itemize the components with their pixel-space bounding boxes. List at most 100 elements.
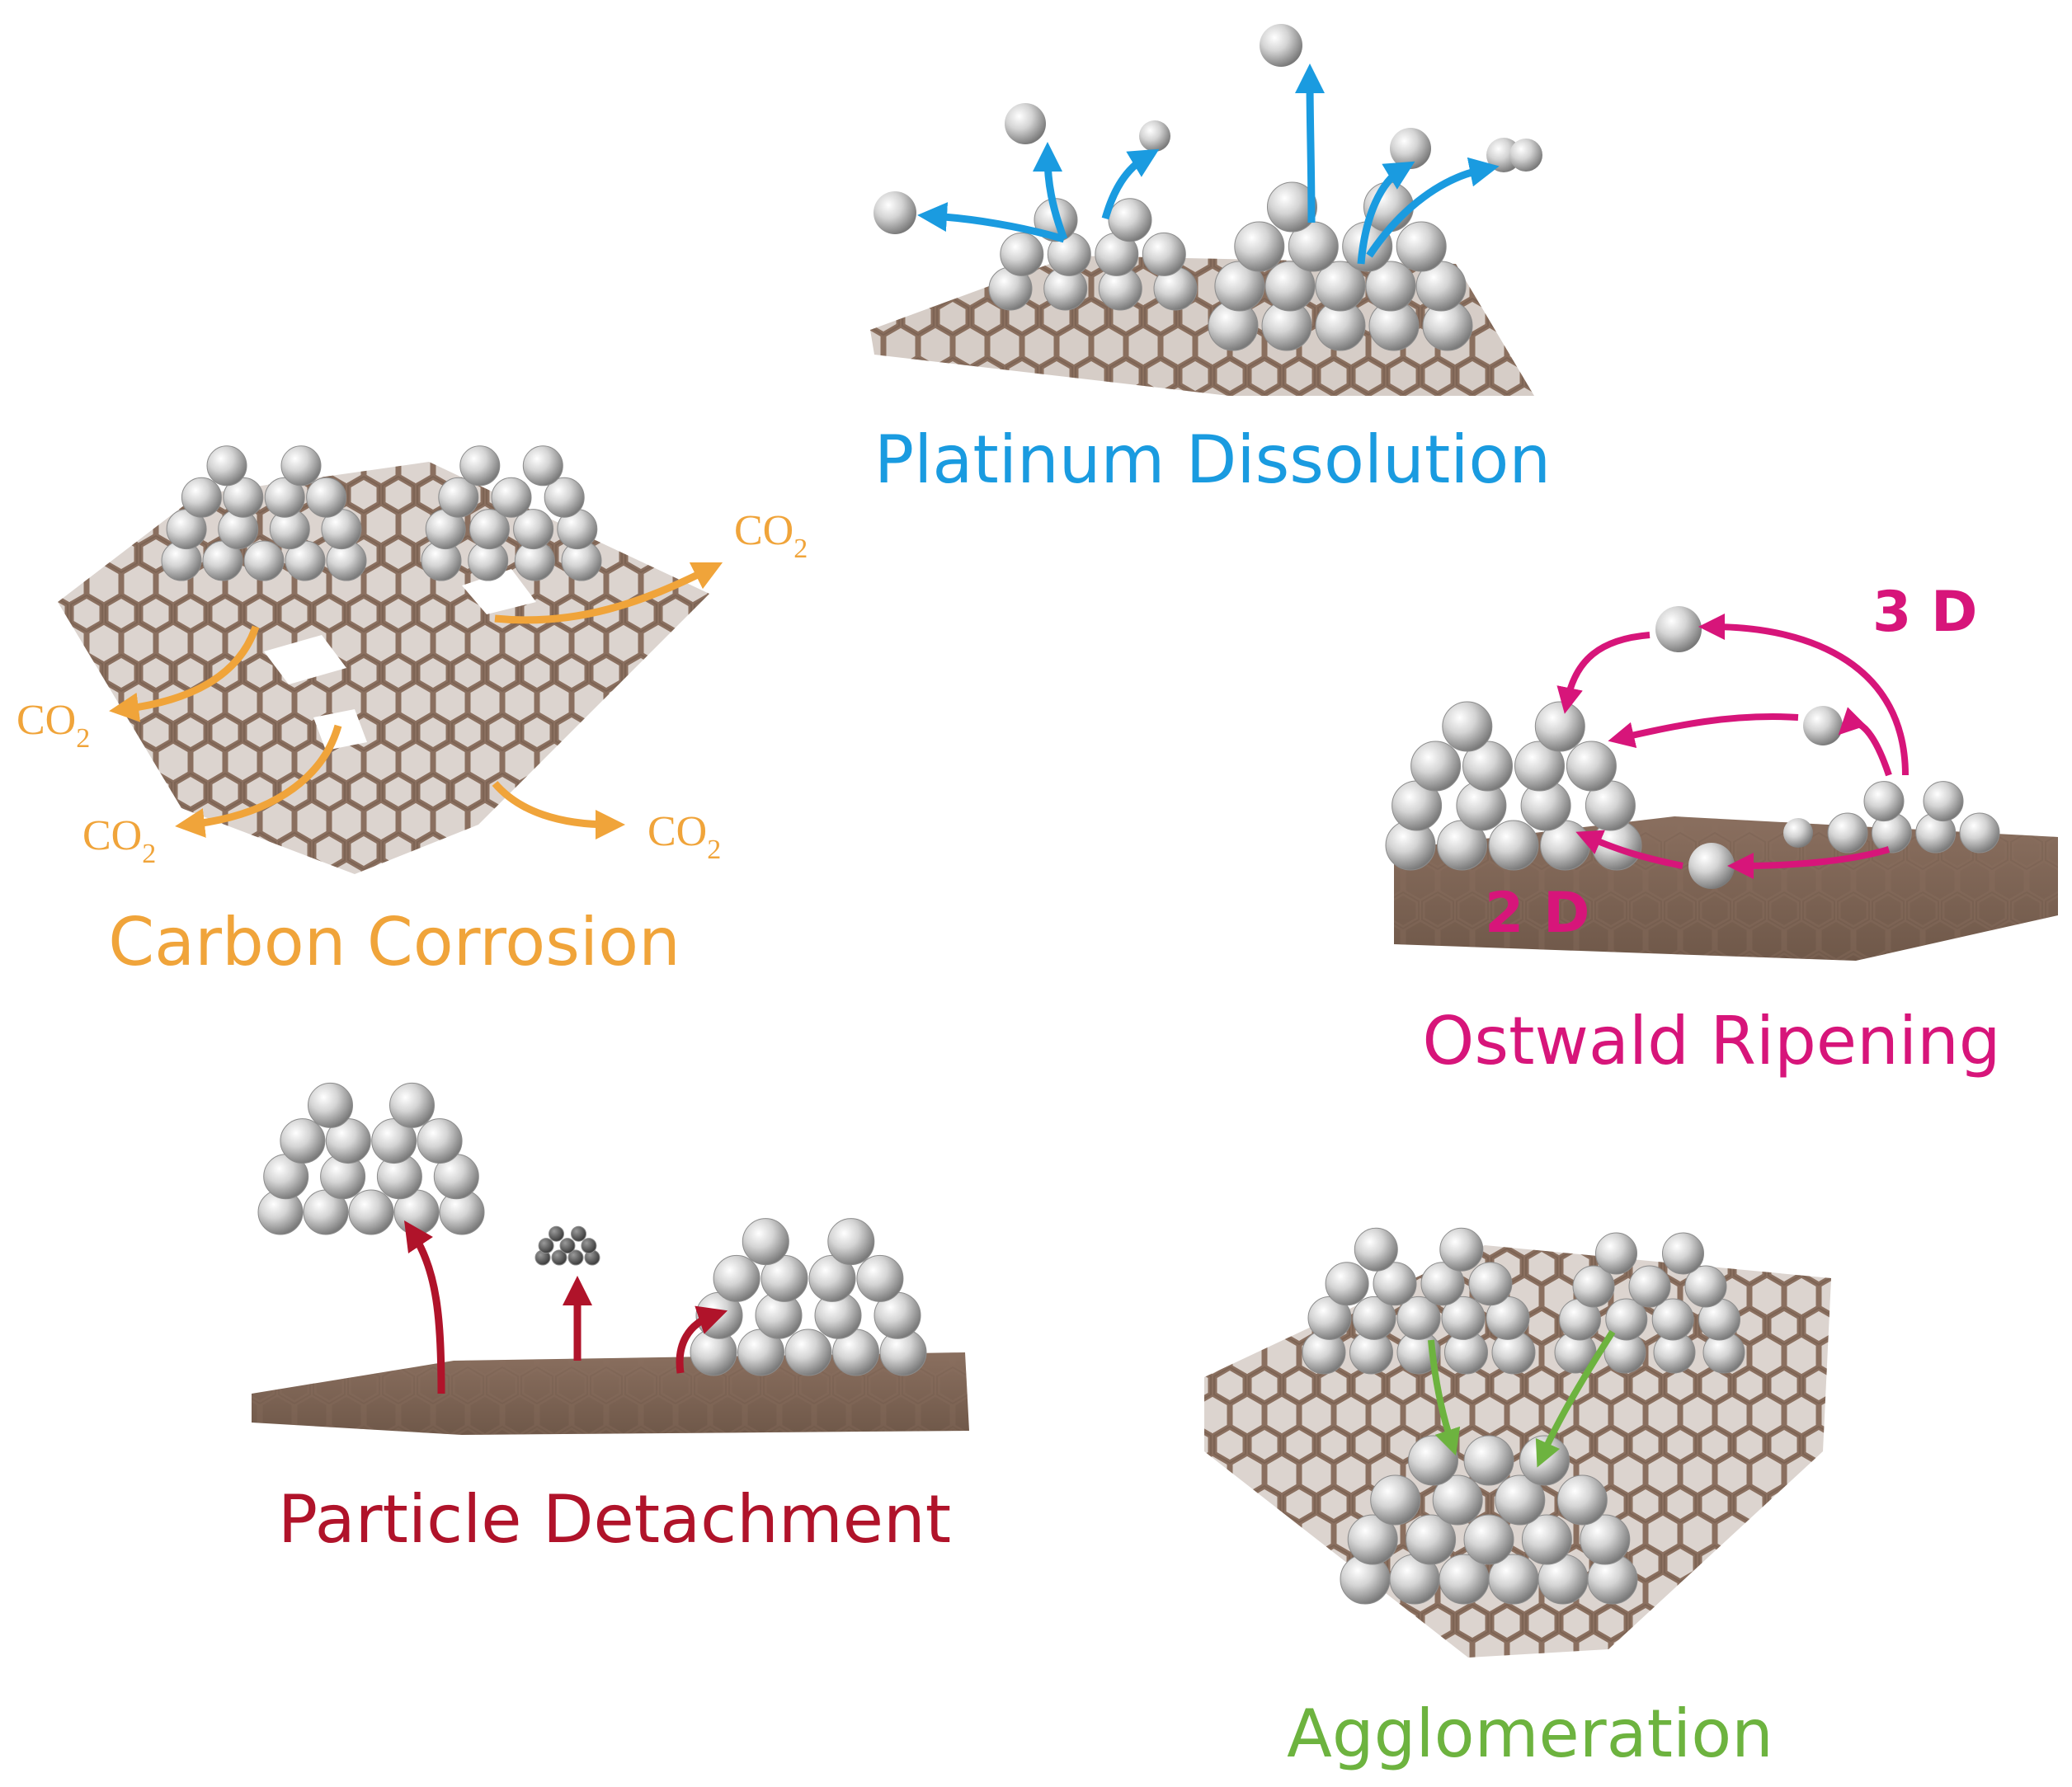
platinum-nanoparticle [161, 445, 367, 581]
platinum-atom [1651, 1298, 1694, 1341]
svg-text:CO2: CO2 [16, 697, 90, 754]
platinum-atom [1347, 1514, 1398, 1565]
platinum-atom [784, 1328, 832, 1376]
platinum-nanoparticle [1302, 1227, 1536, 1375]
platinum-atom [1432, 1474, 1483, 1526]
platinum-nanoparticle [1208, 181, 1473, 351]
platinum-atom [1267, 181, 1317, 233]
platinum-atom [348, 1189, 394, 1235]
path-2d-label: 2 D [1485, 881, 1589, 946]
co2-label: CO [648, 808, 707, 855]
platinum-atom [417, 1118, 463, 1164]
particle-detachment-label: Particle Detachment [278, 1481, 951, 1558]
platinum-atom [581, 1238, 597, 1254]
agglomeration-arrows [1428, 1329, 1616, 1468]
platinum-atom [1959, 812, 2000, 854]
svg-text:CO2: CO2 [734, 507, 808, 564]
platinum-atom [559, 1238, 576, 1254]
platinum-atom [1595, 1232, 1637, 1275]
platinum-atom [1315, 261, 1366, 312]
ostwald-ripening-panel: 3 D 2 D Ostwald Ripening [1385, 580, 2058, 1079]
platinum-atom [491, 477, 532, 518]
platinum-atom [513, 509, 554, 550]
platinum-atom [567, 1249, 584, 1266]
detachment-arrows [404, 1220, 728, 1394]
platinum-atom [1534, 701, 1585, 752]
platinum-atom [856, 1254, 904, 1302]
platinum-atom [1325, 1262, 1369, 1306]
corroded-carbon-sheet [58, 462, 709, 874]
platinum-atom [538, 1238, 554, 1254]
platinum-atom [827, 1218, 875, 1266]
co2-labels: CO2 CO2 CO2 CO2 [16, 507, 808, 869]
small-platinum-particle [1827, 781, 2000, 854]
platinum-atom [1923, 781, 1964, 822]
platinum-atom [1365, 261, 1416, 312]
platinum-atom [308, 1082, 353, 1128]
platinum-atom [181, 477, 222, 518]
small-detached-particle [534, 1225, 600, 1266]
platinum-atom [1605, 1298, 1648, 1341]
platinum-atom [713, 1254, 761, 1302]
platinum-atom [1488, 820, 1539, 871]
merged-platinum-particle [1340, 1435, 1638, 1605]
platinum-atom [549, 1225, 564, 1242]
platinum-dissolution-panel: Platinum Dissolution [870, 24, 1551, 498]
platinum-atom [1410, 741, 1462, 792]
platinum-atom [1495, 1474, 1546, 1526]
platinum-atom [1108, 198, 1152, 242]
platinum-atom [1462, 741, 1513, 792]
platinum-atom [1264, 261, 1316, 312]
platinum-nanoparticle [1554, 1232, 1745, 1374]
platinum-atom [1396, 221, 1447, 272]
platinum-atom [1442, 701, 1493, 752]
platinum-atom [1566, 741, 1617, 792]
platinum-atom [1370, 1474, 1421, 1526]
platinum-atom [389, 1082, 435, 1128]
agglomeration-label: Agglomeration [1287, 1695, 1773, 1772]
platinum-atom [280, 1118, 326, 1164]
platinum-atom [1373, 1262, 1417, 1306]
large-platinum-particle [1385, 701, 1642, 871]
platinum-atom [1572, 1265, 1615, 1308]
platinum-atom [1521, 1514, 1572, 1565]
platinum-atom [1396, 1296, 1441, 1340]
platinum-atom [438, 477, 479, 518]
co2-label: CO [82, 812, 142, 859]
path-3d-label: 3 D [1872, 580, 1977, 645]
migrating-atoms [1655, 606, 1843, 889]
svg-text:CO2: CO2 [648, 808, 721, 865]
platinum-atom [280, 445, 322, 487]
carbon-corrosion-label: Carbon Corrosion [108, 904, 680, 980]
platinum-atom [1439, 1227, 1484, 1272]
co2-release-arrows [109, 562, 723, 839]
platinum-atom [1406, 1514, 1457, 1565]
platinum-atom [1628, 1265, 1671, 1308]
platinum-atom [1684, 1265, 1727, 1308]
platinum-atom [522, 445, 563, 487]
platinum-atom [1514, 741, 1565, 792]
carbon-corrosion-panel: CO2 CO2 CO2 CO2 Carbon Corrosion [16, 445, 808, 980]
platinum-atom [1441, 1296, 1486, 1340]
platinum-atom [206, 445, 247, 487]
dissolution-arrows [917, 63, 1500, 265]
platinum-atom [544, 477, 585, 518]
platinum-atom [1519, 1435, 1570, 1486]
platinum-atom [1463, 1514, 1514, 1565]
platinum-atom [571, 1225, 586, 1242]
agglomeration-panel: Agglomeration [1204, 1227, 1831, 1772]
platinum-atom [1463, 1435, 1514, 1486]
platinum-atom [1662, 1232, 1704, 1275]
platinum-nanoparticle [421, 445, 602, 581]
dissolving-atoms [874, 24, 1542, 234]
co2-label: CO [16, 697, 76, 744]
platinum-atom [742, 1218, 789, 1266]
platinum-atom [1000, 232, 1044, 276]
platinum-atom [1420, 1262, 1465, 1306]
platinum-atom [306, 477, 347, 518]
platinum-atom [1827, 812, 1868, 854]
platinum-atom [1580, 1514, 1631, 1565]
platinum-atom [1556, 1474, 1608, 1526]
platinum-nanoparticle [988, 198, 1198, 311]
